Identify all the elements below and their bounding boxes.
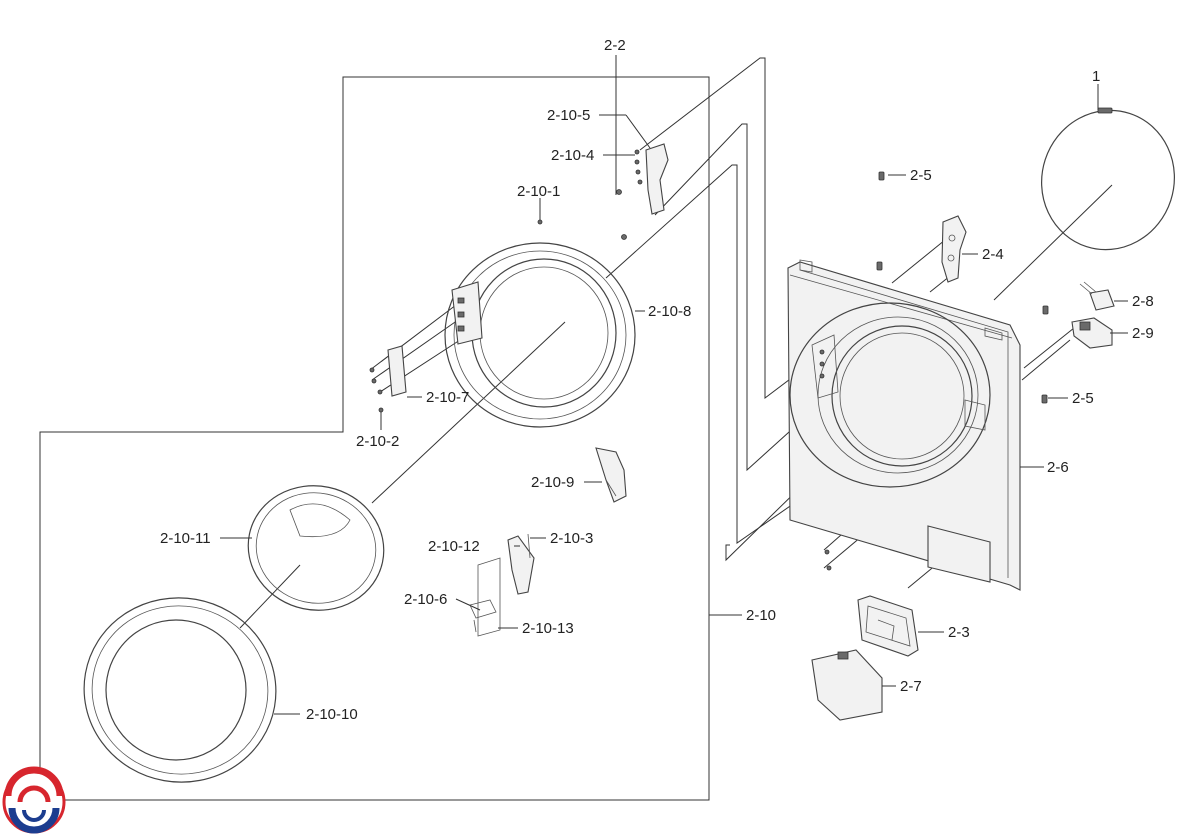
- label-2-10-10: 2-10-10: [306, 706, 358, 723]
- part-2-7-cover: [811, 649, 883, 721]
- label-2-10-11: 2-10-11: [160, 530, 211, 547]
- part-2-10-11-inner-glass: [247, 485, 385, 611]
- label-2-10-3: 2-10-3: [550, 530, 593, 547]
- part-2-10-8-door-frame: [444, 242, 636, 428]
- label-2-9: 2-9: [1132, 325, 1154, 342]
- label-2-10-12: 2-10-12: [428, 538, 480, 555]
- label-2-10-5: 2-10-5: [547, 107, 590, 124]
- part-2-3-frame: [857, 595, 919, 657]
- label-2-7: 2-7: [900, 678, 922, 695]
- label-2-3: 2-3: [948, 624, 970, 641]
- label-2-5-bottom: 2-5: [1072, 390, 1094, 407]
- label-2-4: 2-4: [982, 246, 1004, 263]
- label-2-10-9: 2-10-9: [531, 474, 574, 491]
- brand-logo-icon: [2, 766, 66, 834]
- label-2-10-13: 2-10-13: [522, 620, 574, 637]
- label-2-2: 2-2: [604, 37, 626, 54]
- part-2-10-9-handle: [595, 447, 627, 503]
- label-2-10-2: 2-10-2: [356, 433, 399, 450]
- part-2-10-7-hinge: [369, 345, 407, 397]
- part-2-9-door-lock: [1071, 317, 1113, 349]
- label-leaders: [220, 55, 1128, 715]
- part-2-6-front-panel: [787, 259, 1021, 591]
- label-2-6: 2-6: [1047, 459, 1069, 476]
- label-2-10-1: 2-10-1: [517, 183, 560, 200]
- part-labels: 1 2-2 2-10-5 2-10-4 2-10-1 2-5 2-4 2-8 2…: [160, 37, 1154, 723]
- part-2-10-5-handle-bracket: [378, 143, 669, 413]
- label-1: 1: [1092, 68, 1100, 85]
- label-2-10-7: 2-10-7: [426, 389, 469, 406]
- label-2-10-8: 2-10-8: [648, 303, 691, 320]
- label-2-5-top: 2-5: [910, 167, 932, 184]
- part-2-8-switch-block: [1079, 281, 1115, 311]
- part-2-10-10-outer-ring: [83, 597, 277, 783]
- part-2-4-bracket: [941, 215, 967, 283]
- label-2-10-6: 2-10-6: [404, 591, 447, 608]
- label-2-8: 2-8: [1132, 293, 1154, 310]
- part-1-ring: [1041, 107, 1175, 251]
- label-2-10: 2-10: [746, 607, 776, 624]
- part-2-5-screws: [824, 171, 1049, 571]
- label-2-10-4: 2-10-4: [551, 147, 594, 164]
- part-2-10-12-latch: [469, 533, 535, 637]
